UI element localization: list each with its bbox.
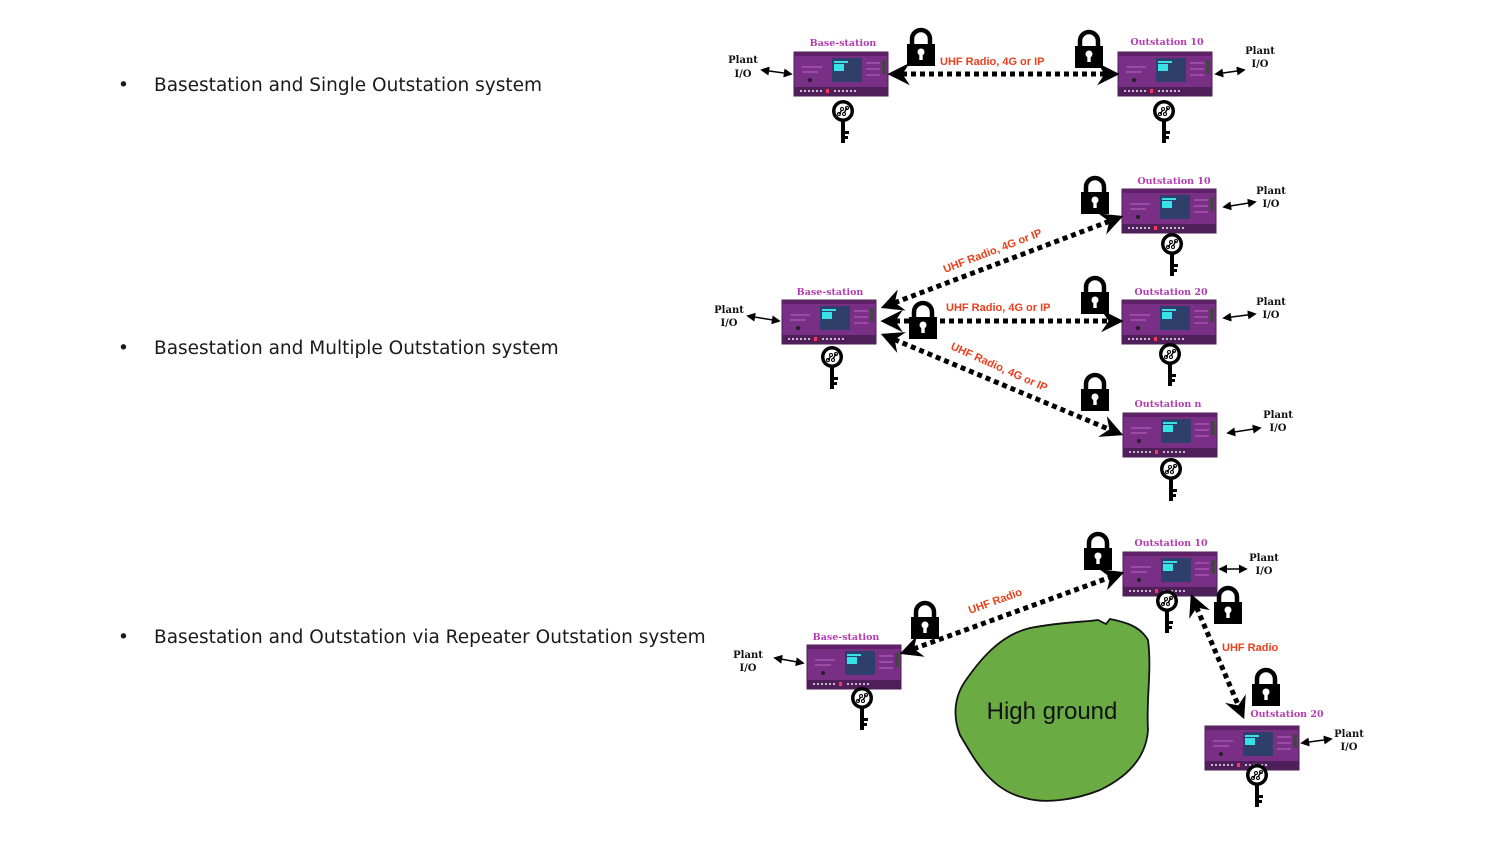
base-station-label: Base-station bbox=[810, 38, 877, 49]
bullet-symbol: • bbox=[118, 75, 129, 96]
plant-io-label-2: I/O bbox=[1262, 199, 1279, 210]
plant-io-label-2: I/O bbox=[734, 69, 751, 80]
plant-io-label-2: I/O bbox=[1262, 310, 1279, 321]
outstation-device bbox=[1117, 51, 1213, 97]
bullet-text: Basestation and Outstation via Repeater … bbox=[154, 627, 706, 648]
plant-io-label: Plant bbox=[714, 305, 744, 316]
base-station-device bbox=[793, 51, 889, 97]
repeater-outstation-device bbox=[1122, 551, 1218, 597]
padlock-icon bbox=[1075, 32, 1103, 68]
base-station-label: Base-station bbox=[797, 287, 864, 298]
high-ground-label: High ground bbox=[987, 698, 1118, 725]
digital-key-icon bbox=[1152, 99, 1176, 144]
plant-io-label-2: I/O bbox=[1269, 423, 1286, 434]
plant-io-label-2: I/O bbox=[739, 663, 756, 674]
padlock-icon bbox=[1252, 670, 1280, 706]
plant-io-label: Plant bbox=[1334, 729, 1364, 740]
io-arrow bbox=[760, 66, 793, 78]
io-arrow bbox=[773, 654, 805, 667]
base-station-device bbox=[806, 644, 902, 690]
padlock-icon bbox=[1084, 534, 1112, 570]
base-station-label: Base-station bbox=[813, 632, 880, 643]
diagram-single: Base-station Plant I/O Outstation 10 Pla… bbox=[728, 30, 1275, 144]
link-label: UHF Radio, 4G or IP bbox=[946, 302, 1051, 314]
io-arrow bbox=[1222, 198, 1257, 211]
plant-io-label: Plant bbox=[1256, 186, 1286, 197]
bullet-text: Basestation and Single Outstation system bbox=[154, 75, 543, 96]
io-arrow bbox=[1226, 424, 1262, 437]
padlock-icon bbox=[1214, 588, 1242, 624]
io-arrow bbox=[1222, 310, 1257, 322]
padlock-icon bbox=[1081, 178, 1109, 214]
io-arrow bbox=[746, 312, 781, 325]
plant-io-label-2: I/O bbox=[1251, 59, 1268, 70]
plant-io-label: Plant bbox=[733, 650, 763, 661]
outstation-label: Outstation 10 bbox=[1137, 176, 1211, 187]
padlock-icon bbox=[909, 303, 937, 339]
outstation-device bbox=[1121, 299, 1217, 345]
link-arrow bbox=[880, 332, 1124, 437]
digital-key-icon bbox=[850, 686, 874, 731]
bullet-symbol: • bbox=[118, 338, 129, 359]
outstation-label: Outstation n bbox=[1135, 399, 1202, 410]
digital-key-icon bbox=[1160, 232, 1184, 277]
outstation-label: Outstation 20 bbox=[1134, 287, 1208, 298]
base-station-device bbox=[781, 299, 877, 345]
digital-key-icon bbox=[820, 345, 844, 390]
bullet-symbol: • bbox=[118, 627, 129, 648]
link-label: UHF Radio bbox=[1222, 642, 1279, 654]
digital-key-icon bbox=[1158, 342, 1182, 387]
plant-io-label-2: I/O bbox=[720, 318, 737, 329]
plant-io-label: Plant bbox=[1249, 553, 1279, 564]
io-arrow bbox=[1214, 66, 1246, 78]
padlock-icon bbox=[907, 30, 935, 66]
plant-io-label-2: I/O bbox=[1255, 566, 1272, 577]
digital-key-icon bbox=[1159, 457, 1183, 502]
outstation-label: Outstation 10 bbox=[1130, 37, 1204, 48]
link-arrow bbox=[899, 569, 1125, 657]
link-label: UHF Radio, 4G or IP bbox=[940, 56, 1045, 68]
padlock-icon bbox=[1081, 375, 1109, 411]
bullet-item-multiple: • Basestation and Multiple Outstation sys… bbox=[118, 338, 559, 359]
padlock-icon bbox=[1081, 278, 1109, 314]
padlock-icon bbox=[911, 603, 939, 639]
repeater-outstation-label: Outstation 10 bbox=[1134, 538, 1208, 549]
outstation-label: Outstation 20 bbox=[1250, 709, 1324, 720]
plant-io-label: Plant bbox=[1263, 410, 1293, 421]
digital-key-icon bbox=[831, 99, 855, 144]
bullet-text: Basestation and Multiple Outstation syst… bbox=[154, 338, 559, 359]
io-arrow bbox=[1300, 735, 1333, 747]
outstation-device bbox=[1121, 188, 1217, 234]
link-label: UHF Radio, 4G or IP bbox=[942, 227, 1044, 276]
link-arrow bbox=[1189, 593, 1246, 720]
outstation-device bbox=[1122, 412, 1218, 458]
plant-io-label: Plant bbox=[1245, 46, 1275, 57]
bullet-item-single: • Basestation and Single Outstation syste… bbox=[118, 75, 542, 96]
plant-io-label: Plant bbox=[1256, 297, 1286, 308]
plant-io-label: Plant bbox=[728, 55, 758, 66]
diagram-repeater: High ground Base-station Plant I/O Outst… bbox=[733, 534, 1364, 808]
digital-key-icon bbox=[1155, 589, 1179, 634]
diagram-multiple: Base-station Plant I/O Outstation 10 Pla… bbox=[714, 176, 1293, 502]
bullet-item-repeater: • Basestation and Outstation via Repeater… bbox=[118, 627, 706, 648]
digital-key-icon bbox=[1245, 763, 1269, 808]
outstation-device bbox=[1204, 725, 1300, 771]
plant-io-label-2: I/O bbox=[1340, 742, 1357, 753]
